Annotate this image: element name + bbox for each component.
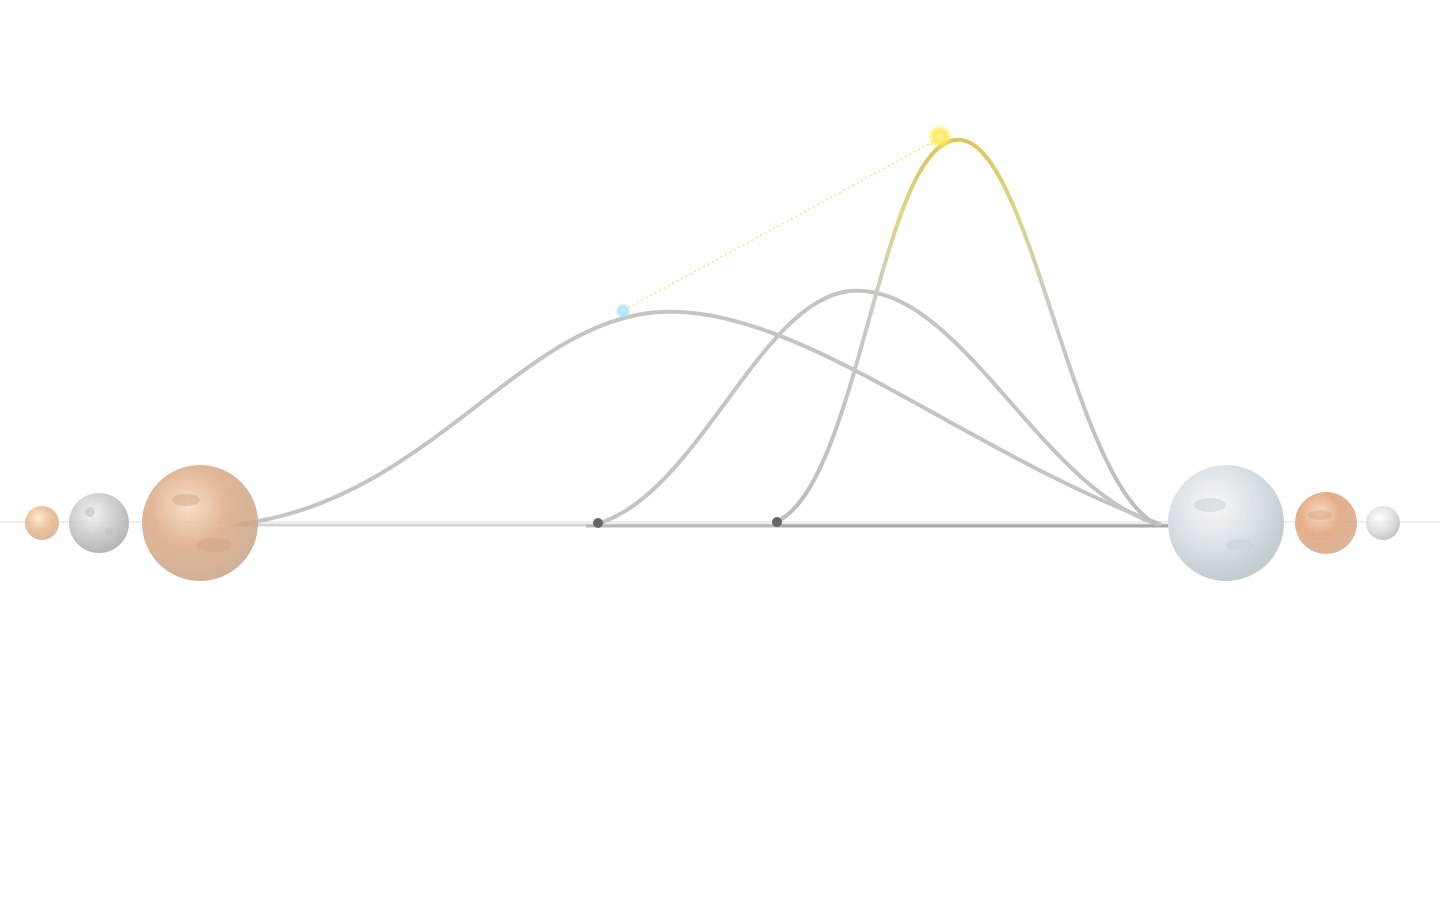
launch-point-mid[interactable] (593, 518, 603, 528)
tall-trajectory (776, 137, 1158, 526)
grey-moon-crater (85, 507, 95, 517)
launch-point-tall[interactable] (772, 517, 782, 527)
mars-surface-feature (196, 538, 232, 552)
icy-surface-feature (1194, 498, 1226, 512)
right-planets (1168, 465, 1400, 581)
mars-like-planet[interactable] (142, 465, 258, 581)
small-grey-moon[interactable] (1366, 506, 1400, 540)
orange-surface-feature (1308, 510, 1332, 520)
orange-planet[interactable] (1295, 492, 1357, 554)
mars-surface-feature (172, 494, 200, 506)
small-orange-planet[interactable] (25, 506, 59, 540)
icy-planet[interactable] (1168, 465, 1284, 581)
grey-moon-crater (105, 528, 113, 536)
grey-moon[interactable] (69, 493, 129, 553)
sun-probe[interactable] (927, 124, 953, 150)
icy-surface-feature (1226, 539, 1254, 551)
wide-trajectory (238, 309, 1162, 526)
left-planets (25, 465, 258, 581)
blue-probe[interactable] (615, 303, 631, 319)
mid-trajectory (598, 288, 1160, 526)
probe-link (623, 137, 941, 311)
